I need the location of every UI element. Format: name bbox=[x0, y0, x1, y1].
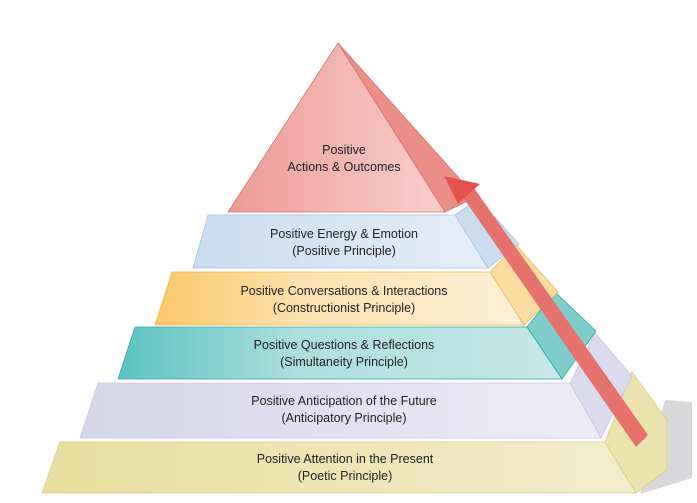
anticipation-principle: (Anticipatory Principle) bbox=[281, 411, 406, 425]
energy-label: Positive Energy & Emotion bbox=[270, 227, 418, 241]
level-actions: Positive Actions & Outcomes bbox=[227, 42, 477, 213]
actions-outcome: Actions & Outcomes bbox=[287, 160, 400, 174]
attention-front-face bbox=[41, 441, 637, 494]
anticipation-front-face bbox=[79, 382, 602, 439]
conversations-principle: (Constructionist Principle) bbox=[273, 301, 415, 315]
questions-front-face bbox=[117, 326, 563, 380]
attention-label: Positive Attention in the Present bbox=[257, 452, 434, 466]
conversations-label: Positive Conversations & Interactions bbox=[240, 284, 447, 298]
conversations-front-face bbox=[154, 271, 525, 326]
actions-front-face bbox=[227, 42, 446, 213]
actions-label: Positive bbox=[322, 143, 366, 157]
questions-label: Positive Questions & Reflections bbox=[254, 338, 435, 352]
energy-principle: (Positive Principle) bbox=[292, 244, 396, 258]
energy-front-face bbox=[192, 214, 489, 269]
attention-principle: (Poetic Principle) bbox=[298, 469, 392, 483]
level-energy: Positive Energy & Emotion (Positive Prin… bbox=[192, 198, 520, 269]
upward-arrow bbox=[444, 176, 648, 447]
anticipation-label: Positive Anticipation of the Future bbox=[251, 394, 437, 408]
arrow-shaft bbox=[462, 188, 648, 447]
questions-principle: (Simultaneity Principle) bbox=[280, 355, 408, 369]
arrow-head bbox=[444, 176, 480, 204]
